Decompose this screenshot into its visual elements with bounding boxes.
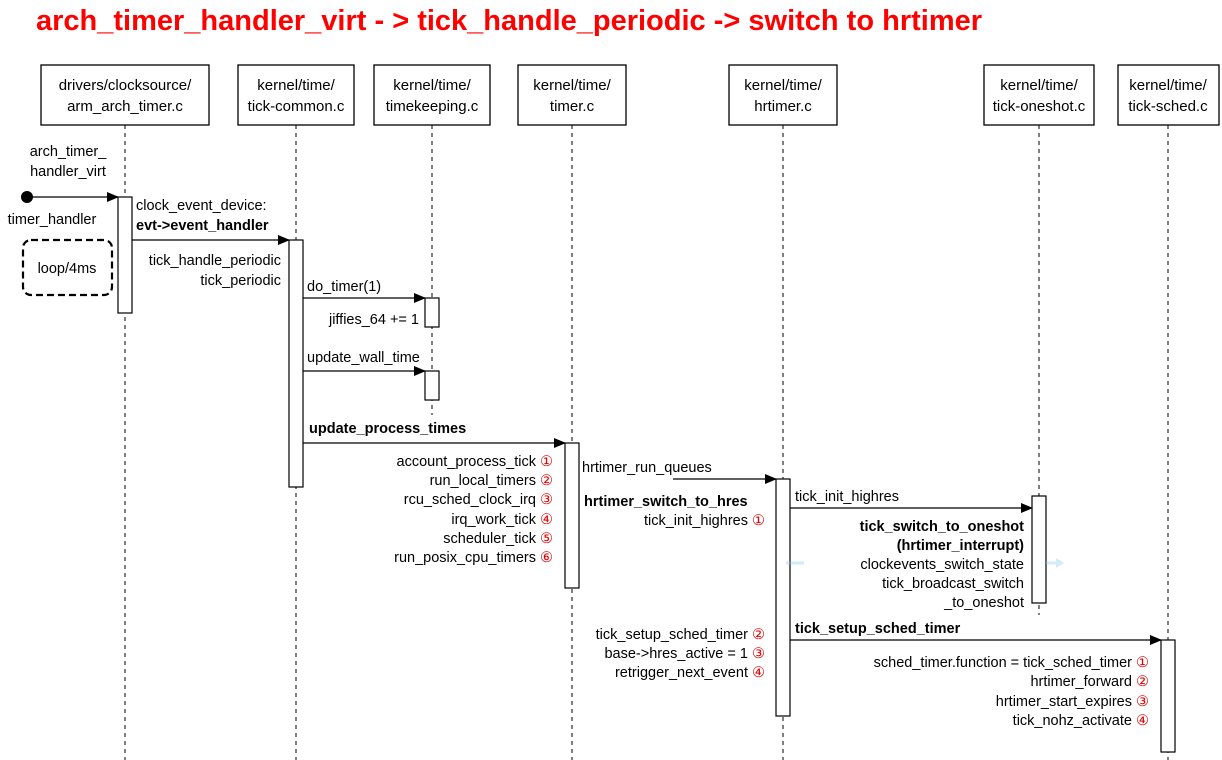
svg-text:kernel/time/: kernel/time/ (533, 77, 611, 94)
label-hrtimer-switch-to-hres: hrtimer_switch_to_hres (584, 494, 748, 510)
activation-timekeeping-1 (424, 297, 440, 328)
activation-tick-common (288, 239, 304, 488)
svg-text:timekeeping.c: timekeeping.c (386, 98, 479, 115)
activation-timekeeping-2 (424, 370, 440, 401)
svg-text:timer.c: timer.c (550, 98, 595, 115)
label-tick-init-highres-step: tick_init_highres ① (644, 513, 765, 529)
entry-arch-timer-handler-virt: arch_timer_ handler_virt timer_handler (8, 144, 119, 228)
list-item: base->hres_active = 1 ③ (604, 646, 765, 662)
svg-text:kernel/time/: kernel/time/ (393, 77, 471, 94)
svg-text:tick-sched.c: tick-sched.c (1128, 98, 1208, 115)
list-item: hrtimer_start_expires ③ (996, 694, 1149, 710)
loop-annotation: loop/4ms (21, 238, 114, 297)
list-item: retrigger_next_event ④ (615, 665, 765, 681)
svg-text:update_process_times: update_process_times (309, 421, 466, 437)
note-tick-handle-periodic: tick_handle_periodic tick_periodic (149, 253, 281, 289)
activation-tick-sched (1160, 639, 1176, 753)
svg-text:timer_handler: timer_handler (8, 212, 97, 228)
svg-text:do_timer(1): do_timer(1) (307, 279, 381, 295)
list-item: scheduler_tick ⑤ (443, 531, 553, 547)
svg-text:arm_arch_timer.c: arm_arch_timer.c (67, 98, 183, 115)
sched-call-list: sched_timer.function = tick_sched_timer … (874, 655, 1149, 729)
participant-timer: kernel/time/ timer.c (517, 64, 627, 126)
note-tick-switch-to-oneshot: tick_switch_to_oneshot (hrtimer_interrup… (860, 519, 1025, 611)
list-item: irq_work_tick ④ (451, 512, 553, 528)
message-event-handler: clock_event_device: evt->event_handler (132, 198, 290, 245)
activation-timer (564, 442, 580, 589)
participant-tick-sched: kernel/time/ tick-sched.c (1117, 64, 1220, 126)
svg-text:tick_setup_sched_timer: tick_setup_sched_timer (795, 621, 961, 637)
list-item: account_process_tick ① (397, 454, 553, 470)
svg-text:kernel/time/: kernel/time/ (1000, 77, 1078, 94)
svg-text:tick_handle_periodic: tick_handle_periodic (149, 253, 281, 269)
participant-tick-oneshot: kernel/time/ tick-oneshot.c (983, 64, 1095, 126)
list-item: rcu_sched_clock_irq ③ (404, 492, 553, 508)
participant-tick-common: kernel/time/ tick-common.c (237, 64, 355, 126)
diagram-title: arch_timer_handler_virt - > tick_handle_… (36, 5, 982, 37)
svg-text:update_wall_time: update_wall_time (307, 350, 420, 366)
participant-timekeeping: kernel/time/ timekeeping.c (373, 64, 491, 126)
activation-arm-arch-timer (117, 196, 133, 314)
svg-text:hrtimer.c: hrtimer.c (754, 98, 812, 115)
svg-text:kernel/time/: kernel/time/ (1129, 77, 1207, 94)
svg-text:hrtimer_run_queues: hrtimer_run_queues (582, 460, 712, 476)
svg-text:(hrtimer_interrupt): (hrtimer_interrupt) (897, 538, 1024, 554)
message-tick-setup-sched-timer: tick_setup_sched_timer (790, 621, 1162, 645)
list-item: tick_nohz_activate ④ (1013, 713, 1149, 729)
svg-text:drivers/clocksource/: drivers/clocksource/ (59, 77, 192, 94)
svg-text:clockevents_switch_state: clockevents_switch_state (860, 557, 1024, 573)
svg-text:tick-common.c: tick-common.c (248, 98, 345, 115)
faint-arrow-right (1046, 558, 1064, 568)
message-update-wall-time: update_wall_time (303, 350, 426, 376)
message-hrtimer-run-queues: hrtimer_run_queues (582, 460, 777, 484)
list-item: tick_setup_sched_timer ② (596, 627, 765, 643)
svg-text:tick-oneshot.c: tick-oneshot.c (993, 98, 1086, 115)
note-jiffies: jiffies_64 += 1 (328, 312, 419, 328)
message-tick-init-highres: tick_init_highres (790, 489, 1033, 513)
svg-text:clock_event_device:: clock_event_device: (136, 198, 267, 214)
svg-text:tick_switch_to_oneshot: tick_switch_to_oneshot (860, 519, 1025, 535)
message-do-timer: do_timer(1) (303, 279, 426, 303)
message-update-process-times: update_process_times (303, 421, 566, 448)
svg-text:handler_virt: handler_virt (30, 164, 106, 180)
list-item: run_posix_cpu_timers ⑥ (394, 550, 553, 566)
list-item: sched_timer.function = tick_sched_timer … (874, 655, 1149, 671)
svg-text:kernel/time/: kernel/time/ (744, 77, 822, 94)
activation-hrtimer (775, 478, 791, 717)
participant-arm-arch-timer: drivers/clocksource/ arm_arch_timer.c (40, 64, 210, 126)
activation-tick-oneshot (1031, 495, 1047, 604)
timer-call-list: account_process_tick ① run_local_timers … (394, 454, 553, 566)
svg-text:kernel/time/: kernel/time/ (257, 77, 335, 94)
hrtimer-call-list: tick_setup_sched_timer ② base->hres_acti… (596, 627, 765, 681)
svg-text:loop/4ms: loop/4ms (38, 261, 97, 277)
svg-text:evt->event_handler: evt->event_handler (136, 218, 269, 234)
svg-text:_to_oneshot: _to_oneshot (943, 595, 1024, 611)
list-item: run_local_timers ② (430, 473, 553, 489)
list-item: hrtimer_forward ② (1030, 674, 1149, 690)
svg-text:tick_init_highres: tick_init_highres (795, 489, 899, 505)
svg-text:tick_periodic: tick_periodic (200, 273, 281, 289)
svg-text:arch_timer_: arch_timer_ (30, 144, 107, 160)
participant-hrtimer: kernel/time/ hrtimer.c (728, 64, 838, 126)
svg-text:tick_broadcast_switch: tick_broadcast_switch (882, 576, 1024, 592)
